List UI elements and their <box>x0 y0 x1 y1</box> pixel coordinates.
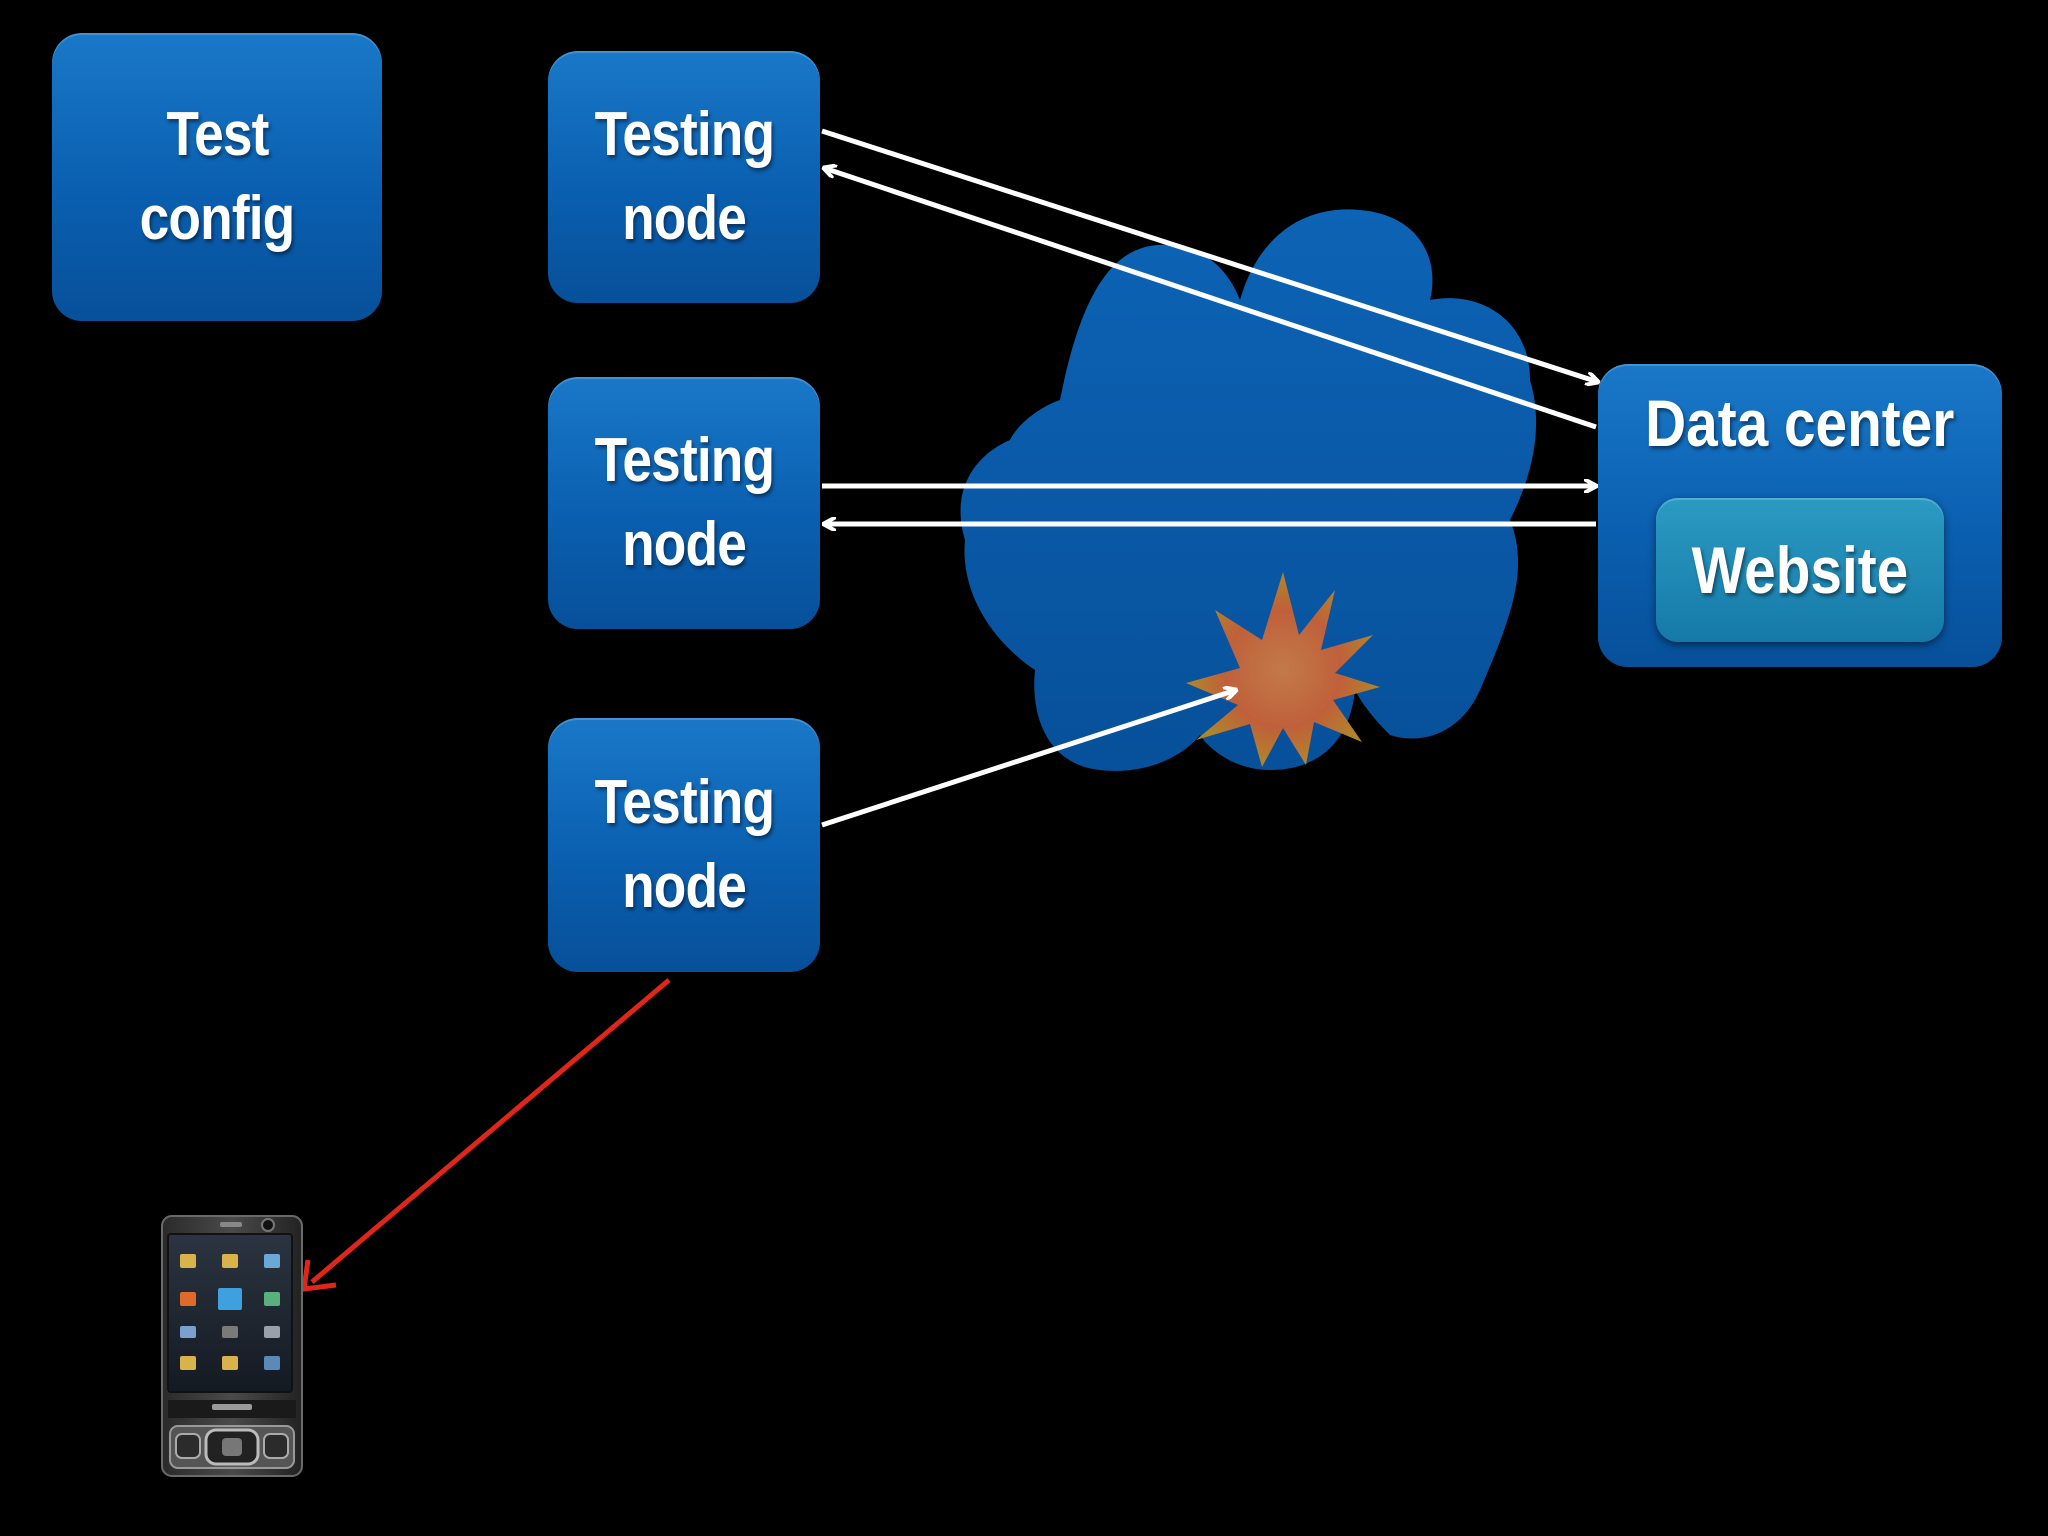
arrow-node3-to-failure <box>821 690 1236 828</box>
arrow-node1-to-datacenter <box>821 128 1598 382</box>
testing-node-label-line1: Testing <box>594 100 774 169</box>
testing-node-label-line1: Testing <box>594 768 774 837</box>
test-config-label-line1: Test <box>165 100 269 169</box>
test-config-label-line2: config <box>139 184 296 253</box>
testing-node-1: Testing node <box>548 51 820 303</box>
mobile-phone-icon <box>161 1215 303 1477</box>
testing-node-label-line2: node <box>622 852 747 921</box>
testing-node-label-line1: Testing <box>594 426 774 495</box>
website-label: Website <box>1691 533 1909 607</box>
testing-node-label-line2: node <box>622 510 747 579</box>
data-center-box: Data center Website <box>1598 364 2002 667</box>
arrow-node3-to-phone <box>301 978 671 1292</box>
failure-burst-icon <box>1186 572 1380 767</box>
network-cloud-icon <box>960 209 1537 771</box>
testing-node-2: Testing node <box>548 377 820 629</box>
test-config-box: Test config <box>52 33 382 321</box>
testing-node-3: Testing node <box>548 718 820 972</box>
testing-node-label-line2: node <box>622 184 747 253</box>
arrow-datacenter-to-node1 <box>824 168 1597 430</box>
data-center-title: Data center <box>1645 386 1955 460</box>
website-box: Website <box>1656 498 1944 642</box>
